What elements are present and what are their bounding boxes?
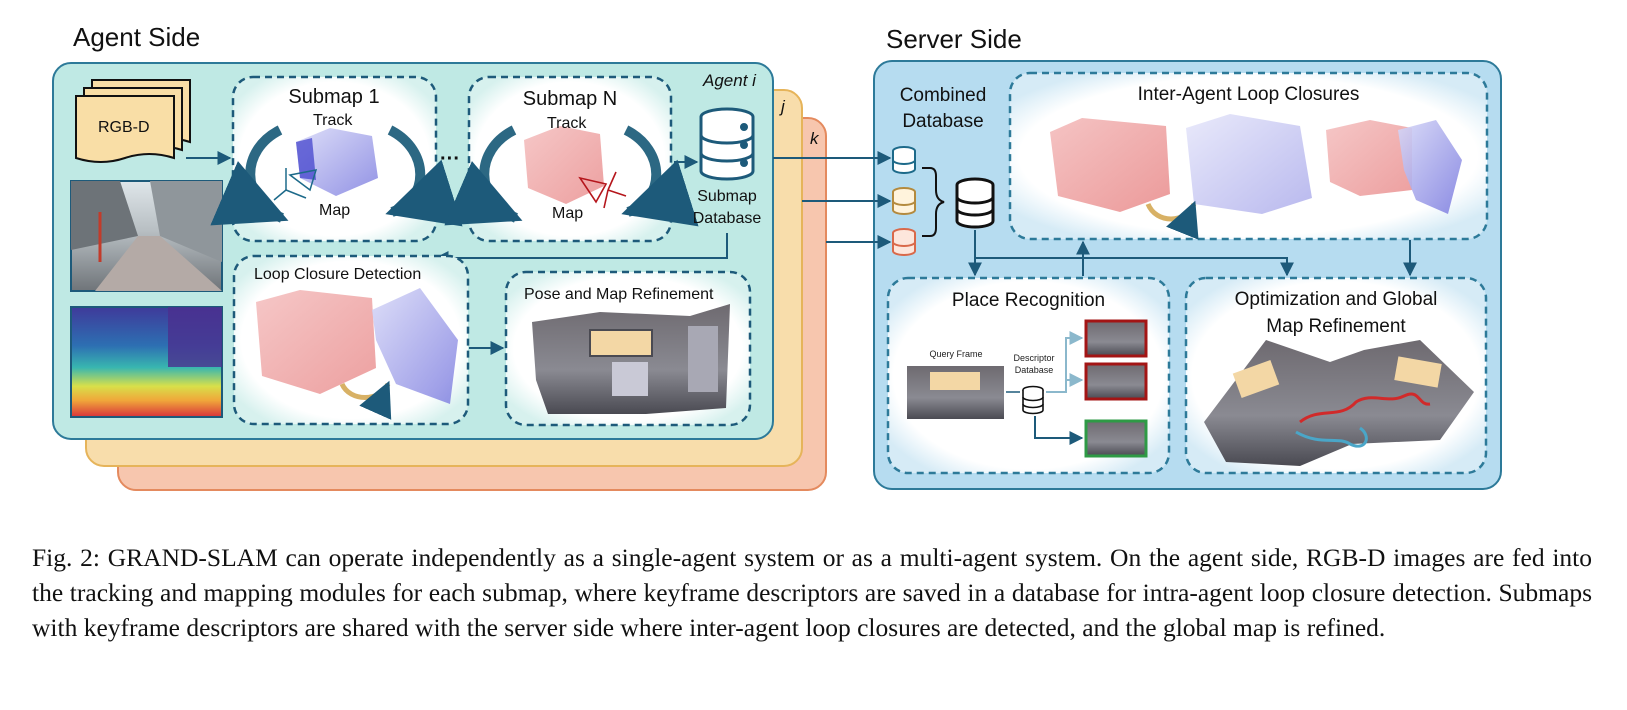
submap-n-title: Submap N [522, 88, 618, 110]
descriptor-database-label-1: Descriptor [1013, 353, 1055, 363]
combined-database-label-1: Combined [899, 85, 987, 106]
optimization-title-line-1: Optimization and Global [1234, 289, 1438, 310]
loop-closure-loop-arrow [339, 380, 392, 420]
agent-side-title: Agent Side [73, 22, 201, 52]
agent-i-database-icon [892, 146, 916, 174]
refinement-title: Pose and Map Refinement [524, 286, 714, 303]
submap-n-map-label: Map [552, 205, 584, 222]
submap-1-map-label: Map [319, 202, 351, 219]
loop-closure-title: Loop Closure Detection [254, 266, 422, 283]
combined-database-icon [955, 177, 995, 229]
inter-agent-title: Inter-Agent Loop Closures [1137, 84, 1360, 105]
figure-caption: Fig. 2: GRAND-SLAM can operate independe… [32, 543, 1592, 642]
inter-agent-loop-arrow [1145, 200, 1199, 240]
query-frame-label: Query Frame [929, 349, 983, 359]
submap-1-track-arrow-left [210, 125, 289, 226]
loop-closure-pointcloud [256, 288, 458, 404]
submap-database-icon [699, 107, 755, 181]
descriptor-database-icon [1022, 385, 1044, 415]
query-frame-image [907, 366, 1004, 419]
agent-i-label: Agent i [703, 71, 756, 90]
agent-k-label: k [810, 129, 819, 148]
system-diagram [52, 60, 1502, 491]
submap-1-pointcloud [296, 128, 378, 196]
submap-n-track-arrow-left [444, 125, 523, 226]
combined-database-label-2: Database [902, 111, 984, 132]
submap-1-track-arrow-right [385, 125, 463, 227]
match-image-3 [1084, 419, 1148, 458]
agent-j-database-icon [892, 187, 916, 215]
global-map-image [1204, 340, 1474, 466]
server-side-title: Server Side [886, 24, 1022, 54]
descriptor-database-label-2: Database [1014, 365, 1054, 375]
agent-j-label: j [781, 97, 785, 116]
agent-k-database-icon [892, 228, 916, 256]
inter-agent-pointclouds [1050, 114, 1462, 214]
match-image-1 [1084, 319, 1148, 358]
arrow-combined-to-optimization [975, 257, 1294, 277]
depth-image [70, 306, 223, 418]
rgbd-label: RGB-D [98, 119, 150, 136]
rgb-image [70, 180, 223, 292]
match-image-2 [1084, 362, 1148, 401]
submap-database-label-2: Database [692, 210, 762, 227]
submap-n-track-arrow-right [621, 125, 699, 227]
arrow-descriptor-to-match-3 [1034, 416, 1084, 445]
arrow-descriptor-to-match-1 [1046, 331, 1084, 393]
rgbd-document-icon [75, 79, 191, 163]
arrow-database-to-loop [434, 233, 728, 265]
place-recognition-title: Place Recognition [951, 290, 1106, 311]
optimization-title-line-2: Map Refinement [1266, 316, 1406, 337]
refined-room-image [532, 304, 730, 414]
merge-brace [922, 167, 945, 237]
submap-n-track-label: Track [547, 115, 587, 132]
submap-1-track-label: Track [313, 112, 353, 129]
ellipsis: ··· [440, 148, 460, 170]
submap-database-label-1: Submap [697, 188, 757, 205]
submap-1-title: Submap 1 [288, 86, 380, 108]
